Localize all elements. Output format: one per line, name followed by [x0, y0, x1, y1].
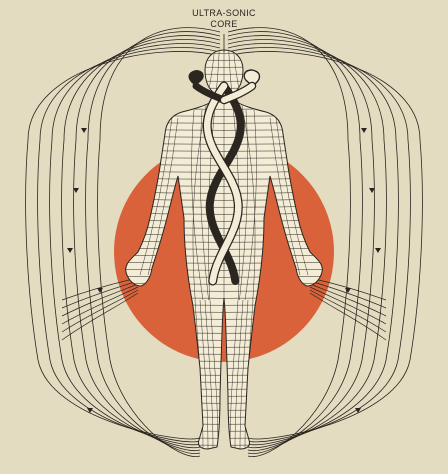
field-line-right: [227, 39, 387, 449]
field-arrow-icon: [81, 128, 87, 133]
mesh-meridian: [275, 117, 309, 276]
field-arrow-icon: [369, 188, 375, 193]
mesh-contour: [125, 422, 323, 425]
field-arrow-icon: [73, 188, 79, 193]
field-line-right: [227, 27, 351, 457]
mesh-contour: [125, 415, 323, 418]
field-line-right: [227, 43, 399, 446]
hand-field-line-left: [61, 292, 139, 341]
mesh-meridian: [199, 299, 209, 449]
mesh-meridian: [139, 117, 173, 276]
mesh-meridian: [209, 299, 219, 449]
mesh-contour: [125, 394, 323, 397]
light-serpent-neck: [221, 83, 255, 103]
mesh-meridian: [191, 109, 204, 301]
hand-field-line-right: [309, 286, 387, 325]
field-arrow-icon: [375, 248, 381, 253]
field-arrow-icon: [355, 408, 361, 413]
field-line-left: [73, 35, 221, 452]
field-arrow-icon: [87, 408, 93, 413]
field-line-left: [25, 51, 221, 440]
field-line-right: [227, 47, 411, 443]
field-arrow-icon: [67, 248, 73, 253]
field-line-left: [61, 39, 221, 449]
mesh-meridian: [234, 299, 244, 449]
hand-field-line-left: [61, 283, 139, 317]
core-label-line-2: CORE: [210, 19, 238, 29]
core-label: ULTRA-SONIC CORE: [0, 8, 448, 30]
mesh-meridian: [229, 299, 239, 449]
body-outline: [125, 49, 323, 450]
field-line-left: [49, 43, 221, 446]
mesh-meridian: [269, 117, 301, 276]
mesh-meridian: [244, 109, 257, 301]
mesh-contour: [125, 373, 323, 376]
field-arrow-icon: [97, 288, 103, 293]
dark-serpent-head: [188, 70, 204, 86]
mesh-contour: [125, 401, 323, 404]
hand-field-line-left: [61, 280, 139, 309]
caduceus-serpents: [188, 69, 261, 286]
hand-field-line-right: [309, 280, 387, 309]
hand-field-line-right: [309, 292, 387, 341]
hand-field-line-right: [309, 289, 387, 333]
mesh-contour: [125, 380, 323, 383]
mesh-meridian: [239, 299, 249, 449]
mesh-contour: [110, 451, 338, 452]
mesh-contour: [125, 436, 323, 439]
field-line-left: [85, 31, 221, 454]
energy-field-lines: [25, 27, 423, 457]
mesh-contour: [125, 443, 323, 446]
field-line-right: [227, 35, 375, 452]
hand-field-line-right: [309, 283, 387, 317]
mesh-meridian: [239, 109, 248, 301]
mesh-meridian: [233, 50, 256, 301]
mesh-meridian: [204, 299, 214, 449]
field-line-left: [37, 47, 221, 443]
field-arrow-icon: [345, 288, 351, 293]
field-line-left: [97, 27, 221, 457]
mesh-contour: [125, 366, 323, 369]
mesh-meridian: [200, 109, 209, 301]
field-arrow-icon: [361, 128, 367, 133]
hand-field-line-left: [61, 289, 139, 333]
mesh-meridian: [192, 50, 215, 301]
light-serpent-head: [243, 69, 261, 87]
mesh-meridian: [147, 117, 179, 276]
field-line-right: [227, 31, 363, 454]
mesh-contour: [125, 387, 323, 390]
mesh-contour: [125, 408, 323, 411]
light-serpent: [203, 82, 242, 285]
hand-field-line-left: [61, 286, 139, 325]
core-label-line-1: ULTRA-SONIC: [192, 8, 256, 18]
field-line-right: [227, 51, 423, 440]
